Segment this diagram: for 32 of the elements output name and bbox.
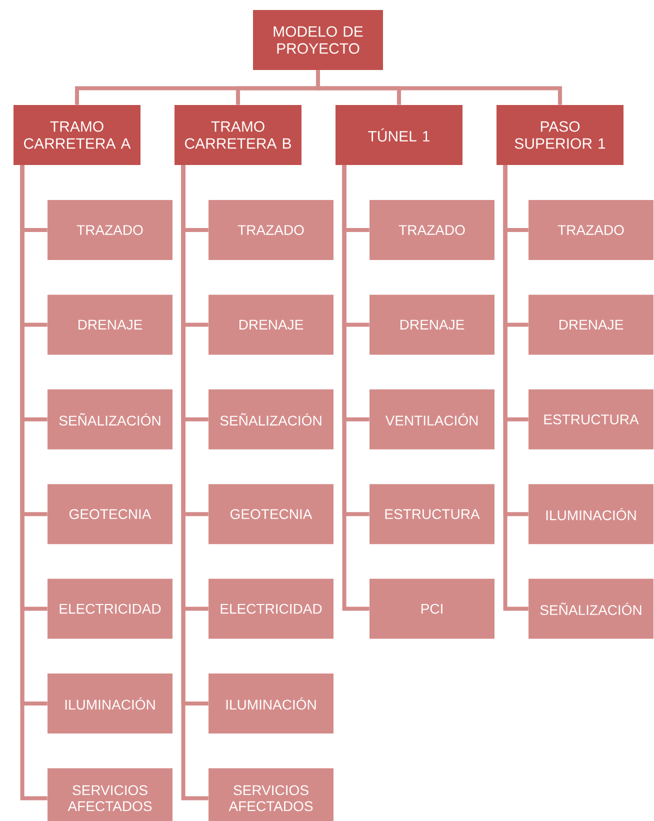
leaf-box: SERVICIOS AFECTADOS [48, 768, 172, 821]
leaf-box: ELECTRICIDAD [208, 578, 334, 639]
branch-box: TÚNEL 1 [336, 105, 462, 165]
leaf-box: PCI [370, 578, 494, 639]
leaf-box: ESTRUCTURA [528, 389, 654, 450]
leaf-box: DRENAJE [528, 294, 654, 355]
leaf-box: ILUMINACIÓN [48, 674, 172, 734]
branch-box: TRAMO CARRETERA A [14, 105, 140, 165]
leaf-box: ESTRUCTURA [370, 484, 494, 544]
connector [316, 70, 562, 105]
leaf-box: DRENAJE [370, 294, 494, 355]
leaf-box: SEÑALIZACIÓN [528, 578, 654, 639]
branch-box: PASO SUPERIOR 1 [496, 105, 624, 165]
leaf-box: GEOTECNIA [208, 484, 334, 544]
leaf-box: GEOTECNIA [48, 484, 172, 544]
leaf-box: SERVICIOS AFECTADOS [208, 768, 334, 821]
leaf-box: DRENAJE [208, 294, 334, 355]
leaf-box: TRAZADO [370, 200, 494, 260]
leaf-box: ILUMINACIÓN [528, 484, 654, 544]
leaf-box: VENTILACIÓN [370, 389, 494, 450]
leaf-box: TRAZADO [528, 200, 654, 260]
leaf-box: ILUMINACIÓN [208, 674, 334, 734]
branch-box: TRAMO CARRETERA B [174, 105, 302, 165]
leaf-box: TRAZADO [48, 200, 172, 260]
leaf-box: ELECTRICIDAD [48, 578, 172, 639]
leaf-box: DRENAJE [48, 294, 172, 355]
connector [342, 165, 370, 611]
leaf-box: SEÑALIZACIÓN [208, 389, 334, 450]
connector [503, 165, 528, 611]
root-box: MODELO DE PROYECTO [253, 10, 383, 70]
leaf-box: TRAZADO [208, 200, 334, 260]
leaf-box: SEÑALIZACIÓN [48, 389, 172, 450]
